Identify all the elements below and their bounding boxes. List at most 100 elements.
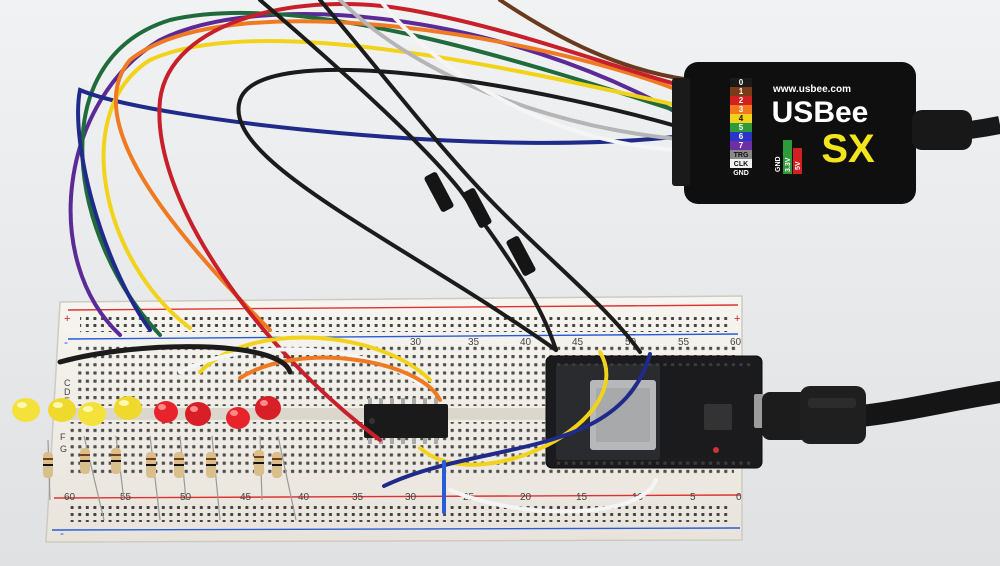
led-red xyxy=(255,396,281,420)
bottom-plus-rail-line xyxy=(53,494,741,499)
col-number: 60 xyxy=(64,492,76,503)
analyzer-brand: USBee xyxy=(772,96,869,129)
wire-green xyxy=(80,10,692,337)
pin-color-swatch xyxy=(730,114,752,123)
wire-yellow xyxy=(101,39,692,330)
power-led xyxy=(713,447,719,453)
bottom-power-rail xyxy=(70,504,730,522)
wire-white xyxy=(378,0,692,152)
wire-orange xyxy=(113,19,692,332)
row-letter: G xyxy=(60,444,67,454)
power-label: 5V xyxy=(795,161,802,170)
wire-black-b xyxy=(318,0,642,354)
pin-color-swatch xyxy=(730,96,752,105)
col-number: 30 xyxy=(405,492,417,503)
rail-plus-label: + xyxy=(64,313,70,325)
wire-black-jumper xyxy=(57,344,293,375)
led-yellow xyxy=(12,398,40,422)
pin-label: 6 xyxy=(739,132,744,141)
wire-blue-esp xyxy=(382,352,652,488)
led-red xyxy=(185,402,211,426)
resistor xyxy=(206,435,221,521)
row-letter: F xyxy=(60,432,66,442)
pin-color-swatch xyxy=(730,123,752,132)
bottom-minus-rail-line xyxy=(51,527,741,531)
row-letter: D xyxy=(64,387,71,397)
pin-color-swatch xyxy=(730,78,752,87)
rail-minus-label-bottom: - xyxy=(60,526,64,540)
col-number: 30 xyxy=(410,337,422,348)
pin-label: 0 xyxy=(739,78,744,87)
wire-black-c xyxy=(236,67,692,352)
jumper-wires xyxy=(57,0,692,514)
pin-label: GND xyxy=(733,170,749,177)
pin-color-swatch xyxy=(730,168,752,177)
power-label: 3.3V xyxy=(785,157,792,172)
pin-label: 4 xyxy=(739,114,744,123)
wire-yellow-esp xyxy=(418,350,609,467)
resistor xyxy=(146,435,161,521)
top-plus-rail-line xyxy=(67,304,739,311)
resistors xyxy=(43,435,297,521)
led-yellow xyxy=(48,398,76,422)
pin-color-swatch xyxy=(730,141,752,150)
pin-color-swatch xyxy=(730,132,752,141)
resistor xyxy=(254,435,264,501)
col-number: 45 xyxy=(240,492,252,503)
col-number: 15 xyxy=(576,492,588,503)
col-number: 55 xyxy=(120,492,132,503)
col-number: 35 xyxy=(468,337,480,348)
pin-color-swatch xyxy=(730,159,752,168)
led-yellow xyxy=(78,402,106,426)
pin-label: TRG xyxy=(734,152,749,159)
resistor xyxy=(80,435,105,521)
analyzer-header-connector xyxy=(672,78,690,186)
col-number: 60 xyxy=(730,337,742,348)
pin-label: 3 xyxy=(739,105,744,114)
wire-black-a xyxy=(258,0,558,352)
analyzer-usb-cable xyxy=(968,116,1000,139)
esp32-dev-board xyxy=(545,355,768,469)
led-yellow xyxy=(114,396,142,420)
pin-label: 1 xyxy=(739,87,744,96)
usb-uart-chip xyxy=(704,404,732,430)
wire-white-esp xyxy=(448,478,658,514)
row-letter: C xyxy=(64,378,71,388)
col-number: 0 xyxy=(736,492,742,503)
col-number: 40 xyxy=(520,337,532,348)
pin-label: 7 xyxy=(739,141,744,150)
rail-minus-label: - xyxy=(64,335,68,349)
wire-brown xyxy=(498,0,692,82)
leds xyxy=(12,396,281,429)
resistor xyxy=(43,439,53,501)
led-red xyxy=(226,407,250,429)
pin-label: CLK xyxy=(734,161,748,168)
resistor xyxy=(272,435,297,521)
rail-plus-label-right: + xyxy=(734,313,740,325)
col-number: 45 xyxy=(572,337,584,348)
pin-color-swatch xyxy=(730,150,752,159)
usbee-sx-analyzer: 0 1 2 3 4 5 6 7 TRG CLK GND www.usbee.co… xyxy=(672,62,1000,204)
resistor xyxy=(111,435,125,501)
col-number: 20 xyxy=(520,492,532,503)
power-label: GND xyxy=(775,156,782,172)
pin-color-strip xyxy=(730,78,752,177)
col-number: 5 xyxy=(690,492,696,503)
usb-cable-right xyxy=(762,381,1000,444)
led-red xyxy=(154,401,178,423)
analyzer-usb-plug xyxy=(912,110,972,150)
col-number: 35 xyxy=(352,492,364,503)
analyzer-url: www.usbee.com xyxy=(772,84,851,95)
pin-color-swatch xyxy=(730,87,752,96)
probe-clips xyxy=(424,172,536,276)
resistor xyxy=(174,435,187,501)
top-power-rail xyxy=(80,316,730,332)
pin-label: 2 xyxy=(739,96,744,105)
wire-red xyxy=(157,2,692,442)
col-number: 40 xyxy=(298,492,310,503)
col-number: 55 xyxy=(678,337,690,348)
analyzer-model: SX xyxy=(821,127,875,171)
wire-orange-jumper xyxy=(238,355,442,402)
pin-label: 5 xyxy=(739,123,744,132)
